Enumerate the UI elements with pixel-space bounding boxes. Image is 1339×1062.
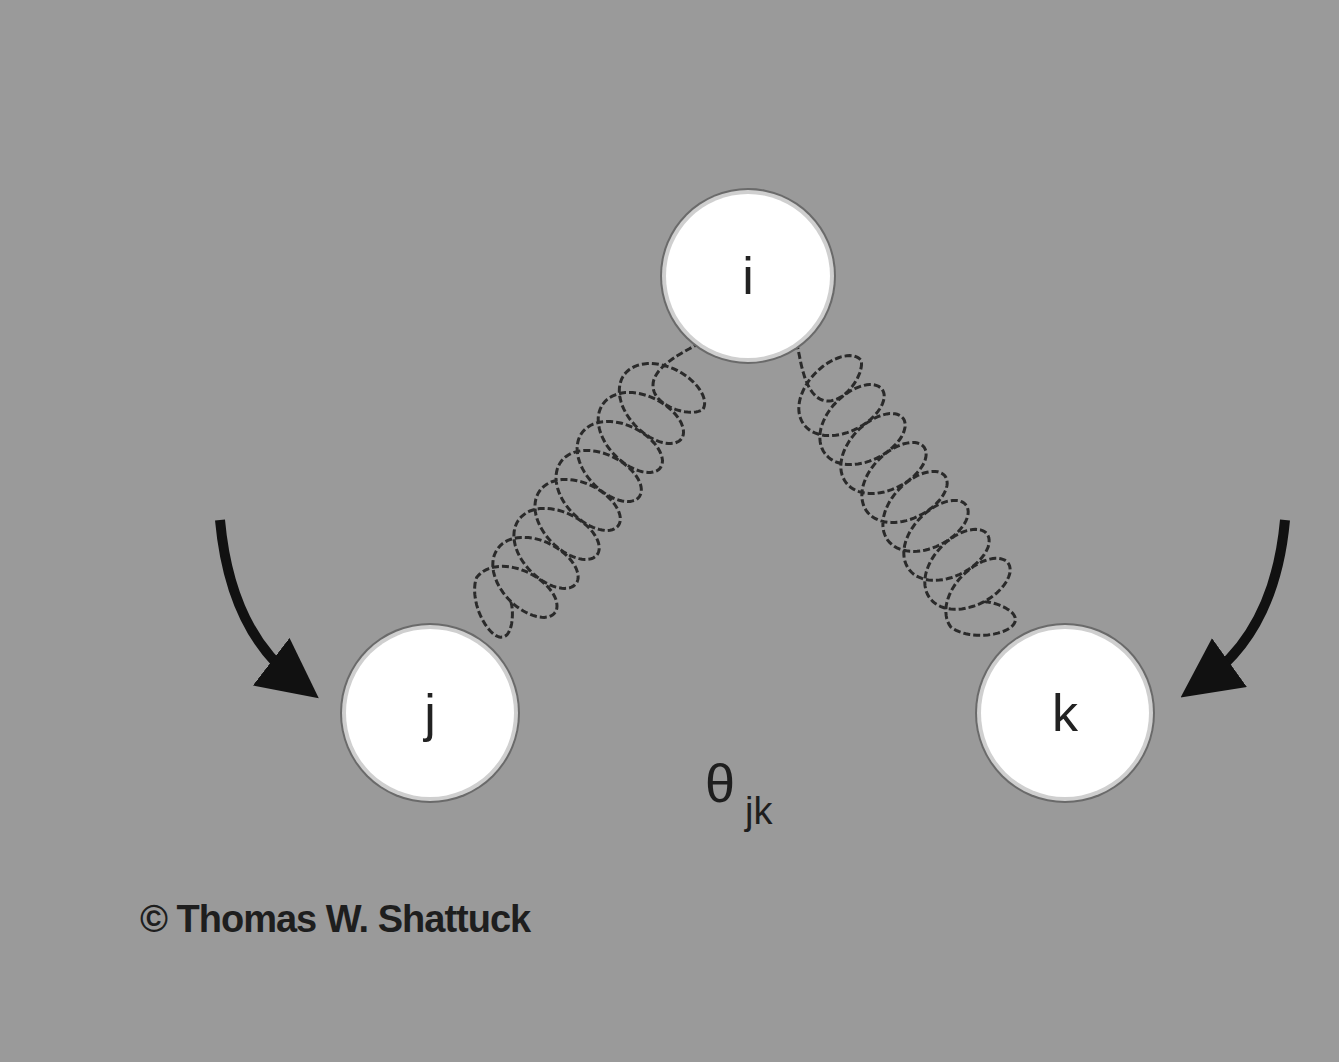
copyright-note: © Thomas W. Shattuck <box>140 898 530 941</box>
spring-bond <box>796 342 1015 635</box>
atom-label: k <box>1052 683 1078 743</box>
atom-label: j <box>424 683 436 743</box>
angle-subscript: jk <box>745 790 772 833</box>
atom-label: i <box>742 246 754 306</box>
spring-bond <box>475 342 705 637</box>
atom-circle: k <box>981 629 1149 797</box>
rotation-arrow <box>220 520 295 680</box>
angle-symbol: θ <box>705 752 735 814</box>
atom-circle: j <box>346 629 514 797</box>
rotation-arrow <box>1205 520 1285 680</box>
atom-circle: i <box>666 194 830 358</box>
